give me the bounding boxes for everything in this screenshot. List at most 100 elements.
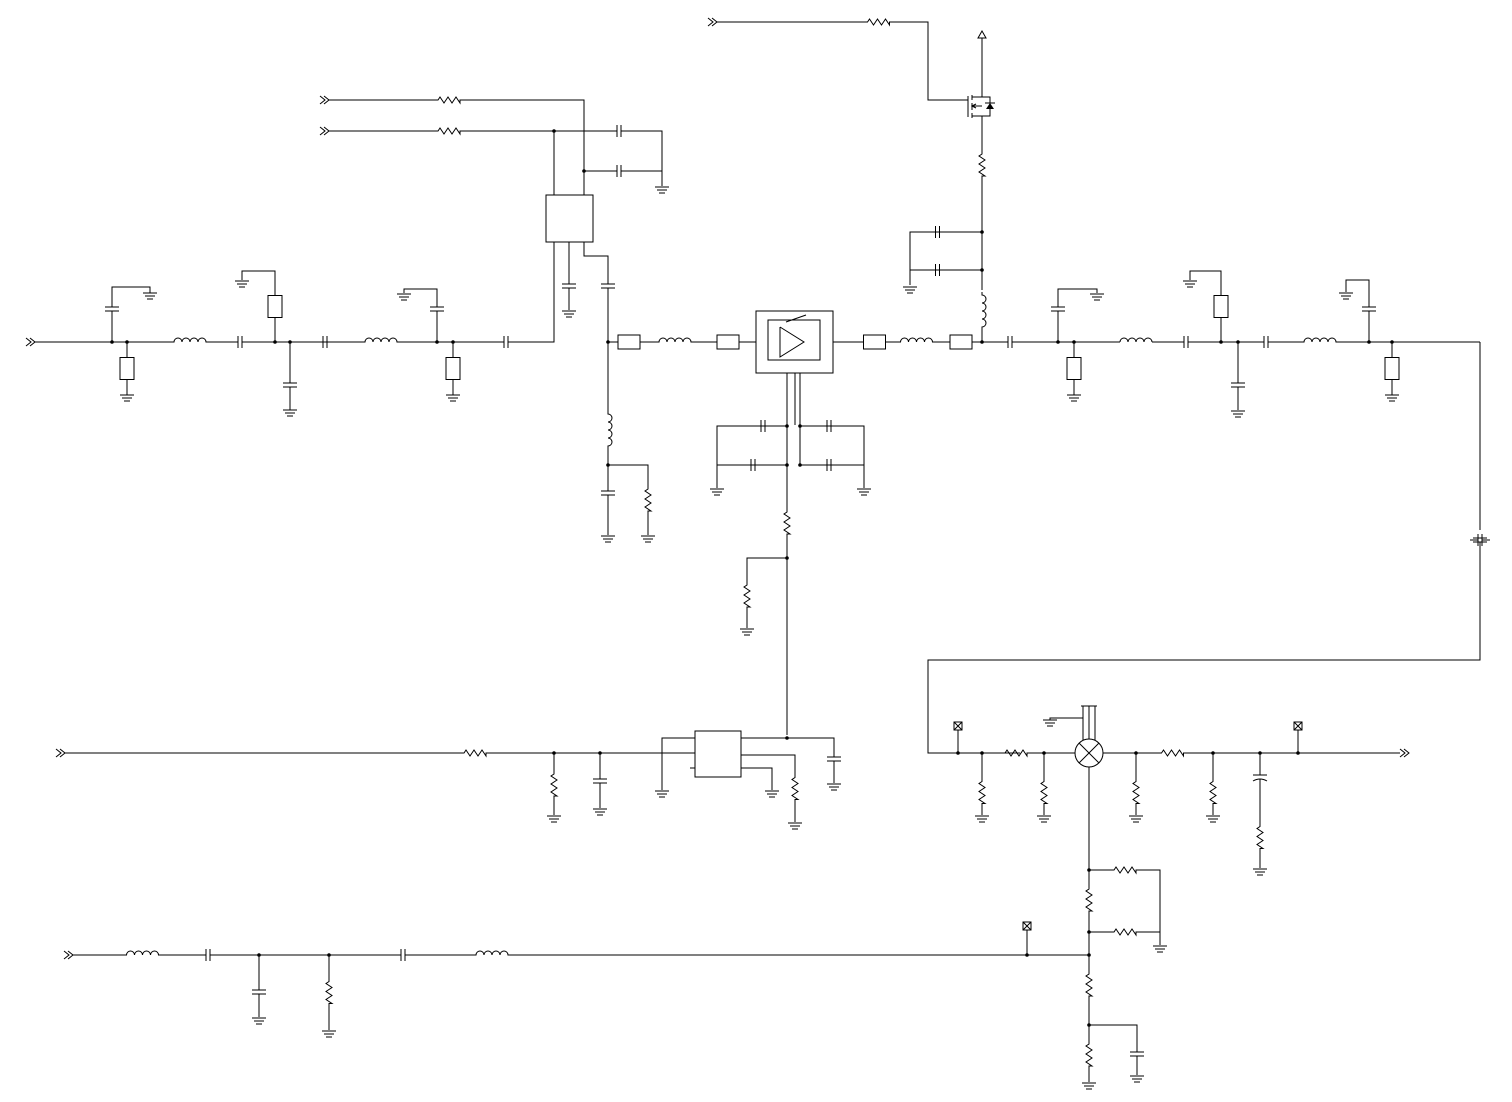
ic-block-regulator — [695, 731, 741, 777]
capacitor — [198, 949, 218, 961]
resistor — [979, 780, 985, 805]
transmission-line — [1067, 342, 1081, 395]
resistor — [1160, 750, 1185, 756]
mosfet — [968, 90, 995, 140]
transmission-line — [268, 271, 282, 342]
inductor — [360, 338, 402, 342]
resistor — [460, 750, 490, 756]
wire — [928, 542, 1480, 753]
ground — [252, 1018, 266, 1024]
ground — [562, 311, 576, 317]
transmission-line — [120, 342, 134, 395]
resistor — [865, 19, 892, 25]
capacitor — [1176, 336, 1196, 348]
control-input-port-2 — [320, 127, 329, 135]
ground — [1129, 816, 1143, 822]
ground — [1183, 281, 1197, 287]
transmission-line — [1385, 342, 1399, 395]
transmission-line — [608, 335, 650, 349]
ground — [788, 823, 802, 829]
inductor — [608, 410, 612, 450]
inductor — [650, 338, 700, 342]
test-point — [1023, 922, 1031, 930]
wire — [717, 426, 787, 488]
ground — [1037, 816, 1051, 822]
wire — [800, 426, 864, 488]
inductor — [982, 292, 986, 330]
ground — [235, 281, 249, 287]
ground — [975, 816, 989, 822]
wire — [584, 242, 608, 280]
ground — [601, 536, 615, 542]
ground — [547, 816, 561, 822]
supply-arrow — [978, 31, 986, 90]
capacitor — [283, 375, 297, 395]
inductor — [474, 951, 510, 955]
ground — [827, 784, 841, 790]
inductor — [1300, 338, 1340, 342]
resistor — [1041, 780, 1047, 805]
capacitor — [1253, 770, 1267, 784]
output-port — [1400, 749, 1409, 757]
resistor — [1133, 780, 1139, 805]
ground — [593, 809, 607, 815]
resistor — [1110, 929, 1140, 935]
wire — [632, 131, 662, 186]
control-input-port-1 — [320, 96, 329, 104]
ground — [1082, 1083, 1096, 1089]
ground — [655, 791, 669, 797]
resistor — [979, 140, 985, 190]
ground — [143, 293, 157, 299]
ground — [655, 187, 669, 193]
ground — [1153, 946, 1167, 952]
resistor — [1110, 867, 1140, 873]
capacitor — [1051, 300, 1065, 318]
capacitor — [562, 280, 576, 292]
inductor — [170, 338, 210, 342]
test-point — [1294, 722, 1302, 730]
capacitor — [606, 125, 632, 137]
capacitor — [105, 300, 119, 318]
inductor — [1120, 338, 1152, 342]
lo-input-port — [64, 951, 73, 959]
ground — [283, 410, 297, 416]
wire — [662, 738, 695, 790]
ground — [120, 395, 134, 401]
resistor — [551, 770, 557, 800]
ground — [322, 1031, 336, 1037]
ground — [1130, 1076, 1144, 1082]
wire — [1190, 271, 1221, 280]
input-port — [26, 338, 35, 346]
ground — [1253, 869, 1267, 875]
inductor — [125, 951, 160, 955]
wire — [608, 465, 648, 488]
resistor — [432, 97, 466, 103]
capacitor — [1362, 300, 1376, 318]
ic-block-switch — [546, 195, 593, 242]
ground — [1385, 395, 1399, 401]
wire — [1089, 1025, 1137, 1040]
capacitor — [606, 165, 632, 177]
wire — [892, 22, 968, 100]
inductor — [893, 338, 940, 342]
resistor — [1086, 970, 1092, 1000]
ground — [740, 629, 754, 635]
wire — [741, 755, 795, 772]
resistor — [1257, 820, 1263, 855]
ground — [1206, 816, 1220, 822]
capacitor — [593, 774, 607, 788]
wire — [242, 271, 275, 280]
ground — [1090, 294, 1104, 300]
capacitor — [827, 752, 841, 766]
ground — [446, 395, 460, 401]
capacitor — [1000, 336, 1020, 348]
transmission-line — [700, 335, 756, 349]
resistor — [744, 580, 750, 612]
ground — [1231, 411, 1245, 417]
wire — [516, 242, 554, 342]
capacitor — [252, 985, 266, 999]
capacitor — [1231, 375, 1245, 395]
ground — [1043, 720, 1057, 726]
ground — [397, 294, 411, 300]
ground — [710, 489, 724, 495]
